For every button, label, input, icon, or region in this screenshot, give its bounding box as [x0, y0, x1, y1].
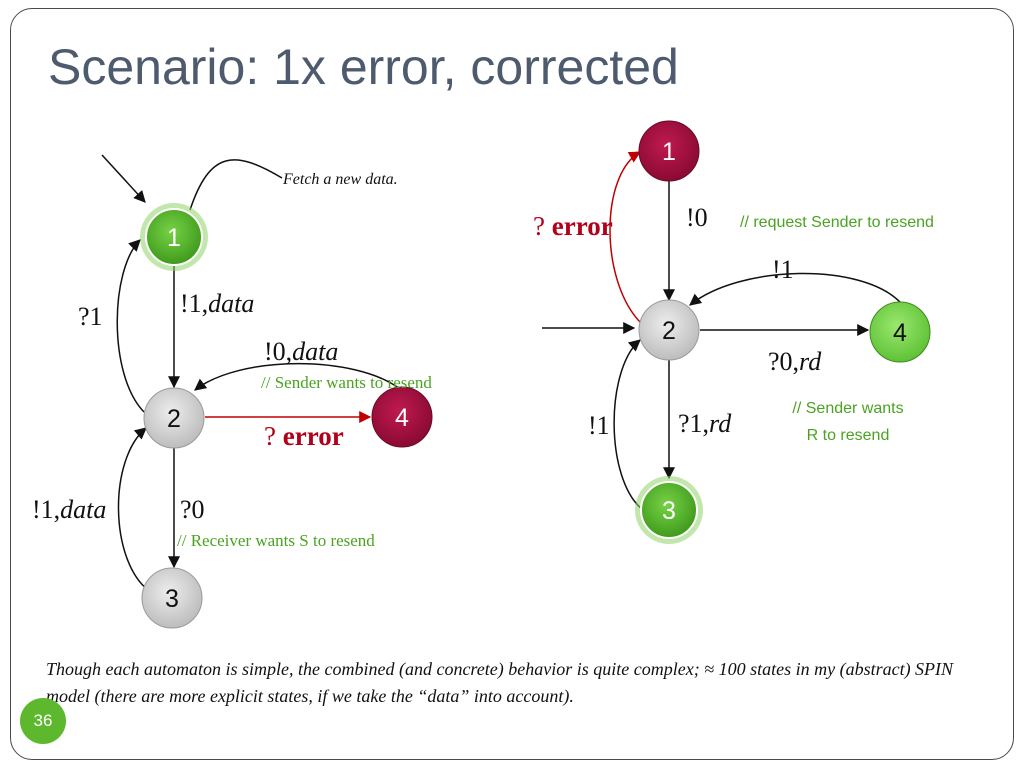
right-comment-sender-1: // Sender wants — [792, 400, 903, 417]
right-edge-4-2 — [689, 272, 901, 306]
left-node-2: 2 — [143, 387, 205, 449]
left-node-2-label: 2 — [167, 405, 181, 433]
left-node-1-label: 1 — [167, 224, 181, 252]
slide-frame — [10, 8, 1014, 760]
left-node-3: 3 — [141, 567, 203, 629]
left-label-send1-data: !1,data — [180, 289, 254, 318]
right-node-2-label: 2 — [662, 317, 676, 345]
right-label-q0-rd: ?0,rd — [768, 347, 822, 376]
right-node-1-label: 1 — [662, 138, 676, 166]
slide-caption: Though each automaton is simple, the com… — [46, 659, 958, 706]
right-edges — [542, 151, 901, 511]
left-comment-sender: // Sender wants to resend — [261, 373, 432, 392]
right-edge-3-2 — [613, 339, 644, 511]
left-note-text: Fetch a new data. — [282, 171, 398, 188]
right-label-send0: !0 — [686, 203, 708, 232]
left-label-error: ? error — [264, 421, 344, 451]
left-node-1: 1 — [140, 203, 208, 271]
right-node-1: 1 — [638, 120, 700, 182]
right-edge-2-1-error — [609, 151, 642, 323]
left-node-4: 4 — [371, 386, 433, 448]
right-node-2: 2 — [638, 299, 700, 361]
right-node-3-label: 3 — [662, 497, 676, 525]
right-label-send1-top: !1 — [772, 255, 794, 284]
left-label-resend1-data: !1,data — [32, 495, 106, 524]
right-label-q1-rd: ?1,rd — [678, 409, 732, 438]
left-edge-4-2 — [194, 362, 401, 391]
left-label-send0-data: !0,data — [264, 337, 338, 366]
right-comment-sender-2: R to resend — [807, 427, 890, 444]
right-node-4-label: 4 — [893, 319, 907, 347]
left-initial-arrow — [101, 154, 146, 203]
right-node-4: 4 — [869, 301, 931, 363]
left-node-3-label: 3 — [165, 585, 179, 613]
left-edges — [101, 154, 401, 591]
right-comment-request: // request Sender to resend — [740, 214, 934, 231]
right-node-3: 3 — [635, 476, 703, 544]
left-note-connector — [189, 159, 283, 211]
right-label-send1-left: !1 — [588, 411, 610, 440]
left-edge-2-1 — [116, 239, 145, 413]
page-number-badge: 36 — [20, 698, 66, 744]
left-node-4-label: 4 — [395, 404, 409, 432]
left-edge-3-2 — [117, 427, 149, 591]
right-label-error: ? error — [533, 211, 613, 241]
left-label-q1: ?1 — [78, 302, 103, 331]
left-comment-receiver: // Receiver wants S to resend — [177, 531, 375, 550]
slide-title: Scenario: 1x error, corrected — [48, 39, 679, 95]
left-label-q0: ?0 — [180, 495, 205, 524]
